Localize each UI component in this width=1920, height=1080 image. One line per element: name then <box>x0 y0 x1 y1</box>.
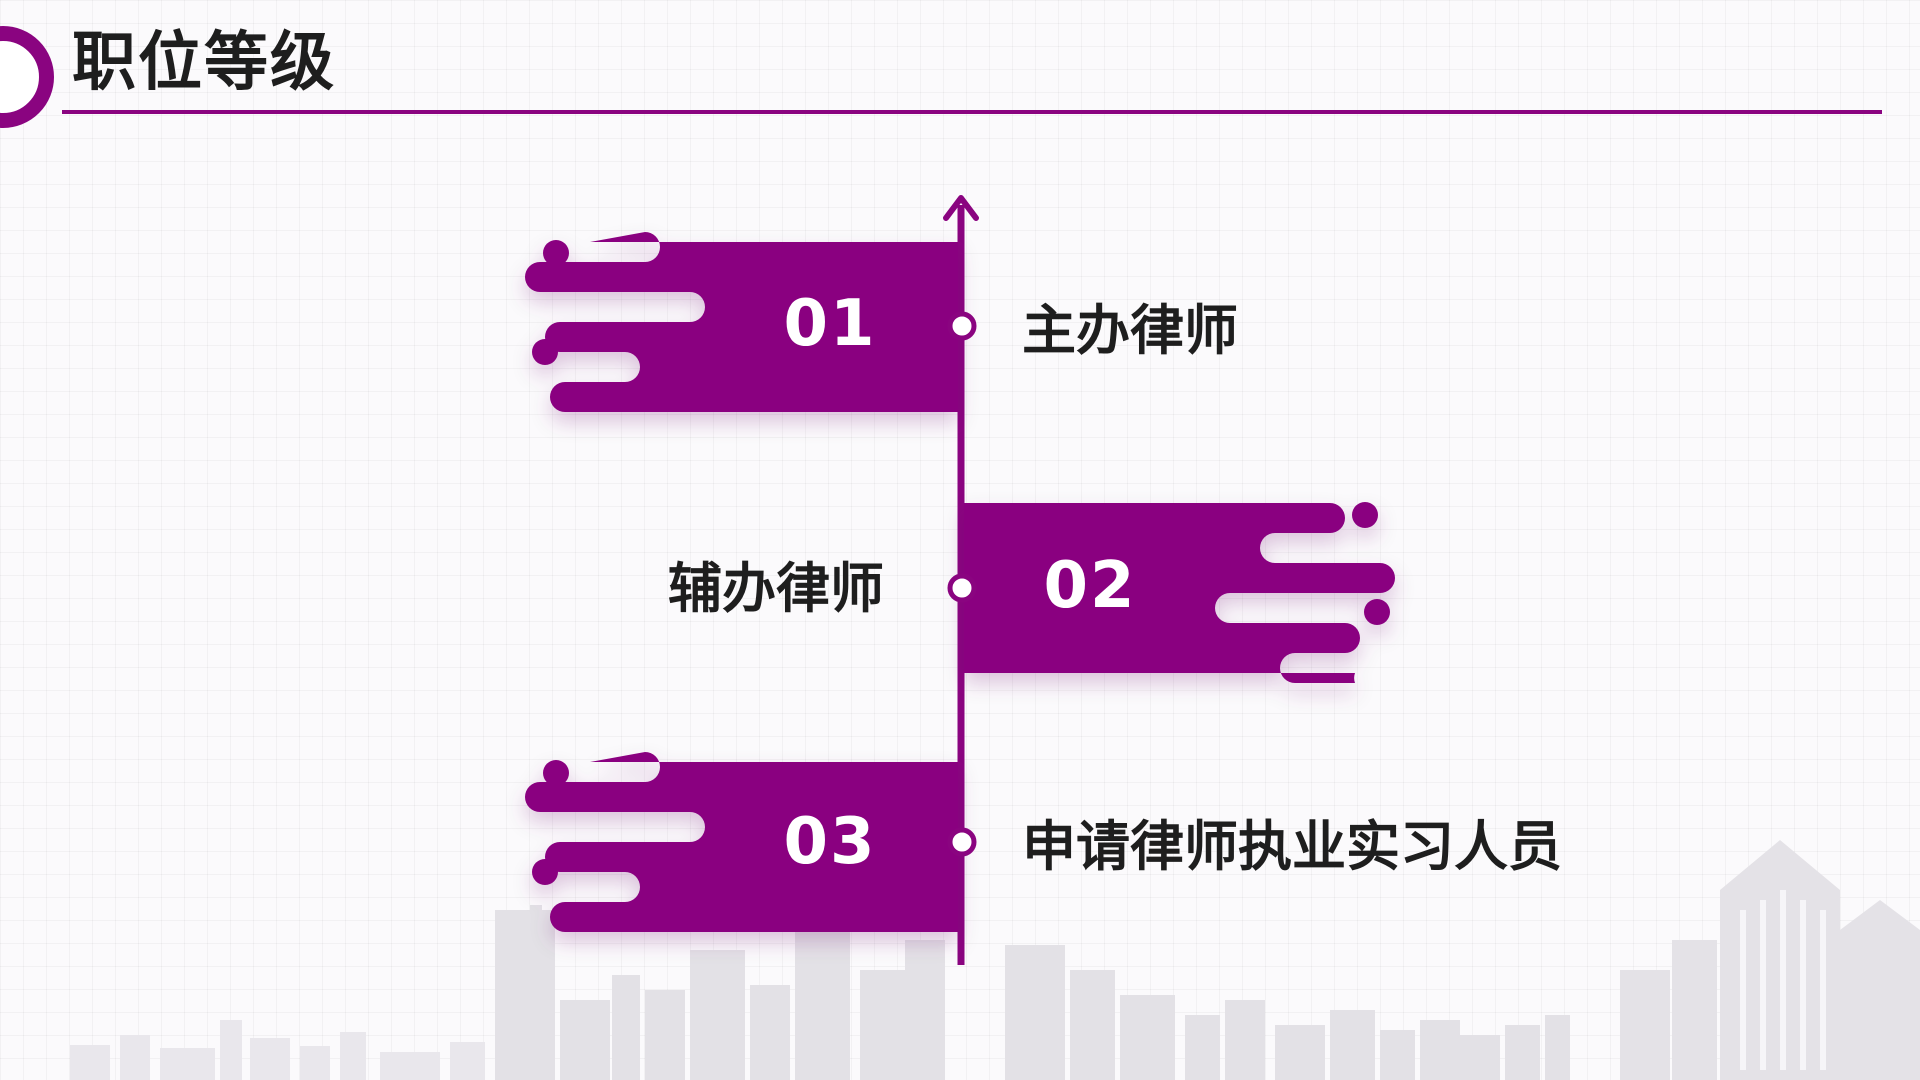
level-label-03: 申请律师执业实习人员 <box>1022 815 1562 878</box>
level-banner-03 <box>525 752 958 932</box>
level-number-02: 02 <box>1043 549 1137 623</box>
title-underline <box>62 110 1882 114</box>
timeline-node-01 <box>947 311 977 341</box>
level-number-01: 01 <box>783 287 877 361</box>
page-title: 职位等级 <box>72 26 336 100</box>
level-label-01: 主办律师 <box>1022 299 1238 362</box>
level-number-03: 03 <box>783 805 877 879</box>
level-label-02: 辅办律师 <box>668 557 884 620</box>
timeline-node-02 <box>947 573 977 603</box>
timeline-node-03 <box>947 827 977 857</box>
level-banner-01 <box>525 232 958 412</box>
level-banner-02 <box>964 502 1395 683</box>
city-skyline-background <box>70 840 1920 1080</box>
axis-arrow-icon <box>943 195 979 221</box>
